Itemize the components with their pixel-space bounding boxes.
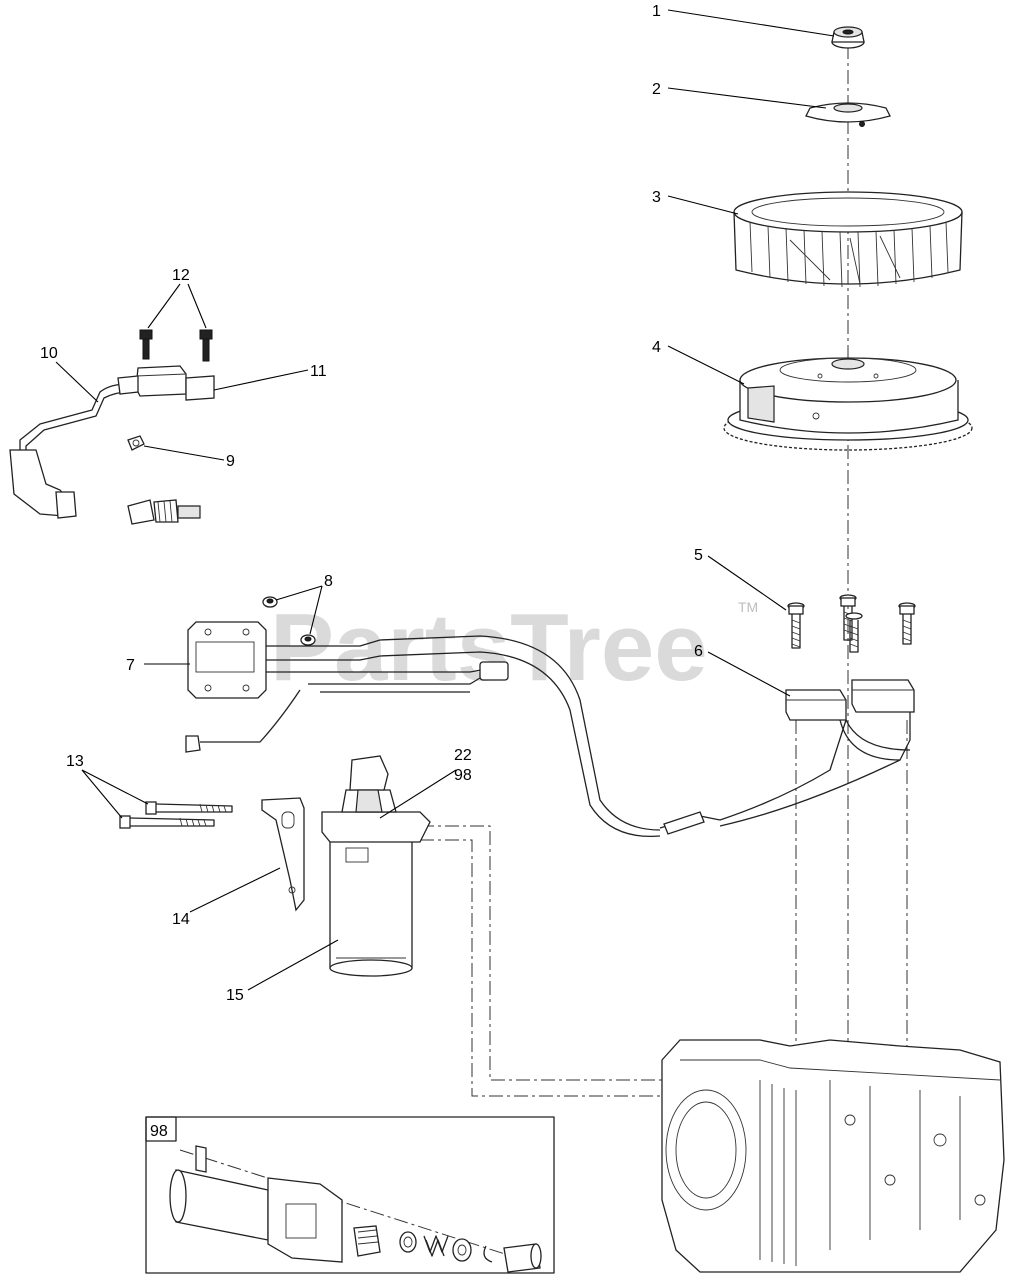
fan-washer[interactable] [805, 102, 891, 127]
callout-15: 15 [226, 987, 244, 1004]
regulator-screws[interactable] [262, 596, 316, 646]
ignition-coil-armature[interactable] [785, 679, 915, 761]
callout-13: 13 [66, 753, 84, 770]
inset-pinion-gear[interactable] [353, 1225, 381, 1257]
callout-2: 2 [652, 81, 661, 98]
spark-plug-lead[interactable] [9, 383, 129, 519]
callout-6: 6 [694, 643, 703, 660]
callout-5: 5 [694, 547, 703, 564]
flange-nut[interactable] [831, 26, 865, 49]
regulator-rectifier[interactable] [187, 621, 267, 699]
spark-plug[interactable] [127, 499, 201, 525]
inset-spring[interactable] [423, 1235, 449, 1257]
callout-10: 10 [40, 345, 58, 362]
inset-retaining-ring[interactable] [483, 1245, 493, 1263]
starter-axis-line-outer [420, 825, 680, 1081]
callout-9: 9 [226, 453, 235, 470]
starter-bolts[interactable] [119, 801, 233, 829]
callout-98: 98 [454, 767, 472, 784]
callout-3: 3 [652, 189, 661, 206]
inset-label: 98 [150, 1123, 168, 1140]
coil-mounting-screws[interactable] [787, 594, 916, 653]
ignition-coil[interactable] [117, 365, 215, 401]
inset-collar[interactable] [452, 1238, 472, 1262]
watermark-trademark: TM [738, 599, 758, 615]
coil-bolts[interactable] [139, 329, 213, 362]
watermark-text: PartsTree [270, 594, 708, 701]
leader-lines [55, 9, 835, 991]
wiring-harness[interactable] [185, 635, 901, 838]
callout-7: 7 [126, 657, 135, 674]
callout-4: 4 [652, 339, 661, 356]
inset-stop-nut[interactable] [503, 1243, 542, 1273]
starter-motor[interactable] [321, 755, 431, 977]
starter-axis-line-inner [420, 839, 680, 1097]
callout-8: 8 [324, 573, 333, 590]
inset-spacer[interactable] [399, 1231, 417, 1253]
inset-end-cap[interactable] [267, 1177, 343, 1263]
starter-bracket[interactable] [261, 797, 305, 912]
inset-starter-breakdown: 98 [145, 1116, 555, 1274]
engine-crankcase [661, 1039, 1005, 1273]
callout-11: 11 [310, 363, 327, 380]
wire-clip[interactable] [127, 435, 145, 451]
flywheel[interactable] [723, 357, 973, 451]
inset-motor[interactable] [169, 1145, 269, 1241]
cooling-fan[interactable] [733, 191, 963, 288]
callout-22: 22 [454, 747, 472, 764]
callout-12: 12 [172, 267, 190, 284]
callout-14: 14 [172, 911, 190, 928]
callout-1: 1 [652, 3, 661, 20]
